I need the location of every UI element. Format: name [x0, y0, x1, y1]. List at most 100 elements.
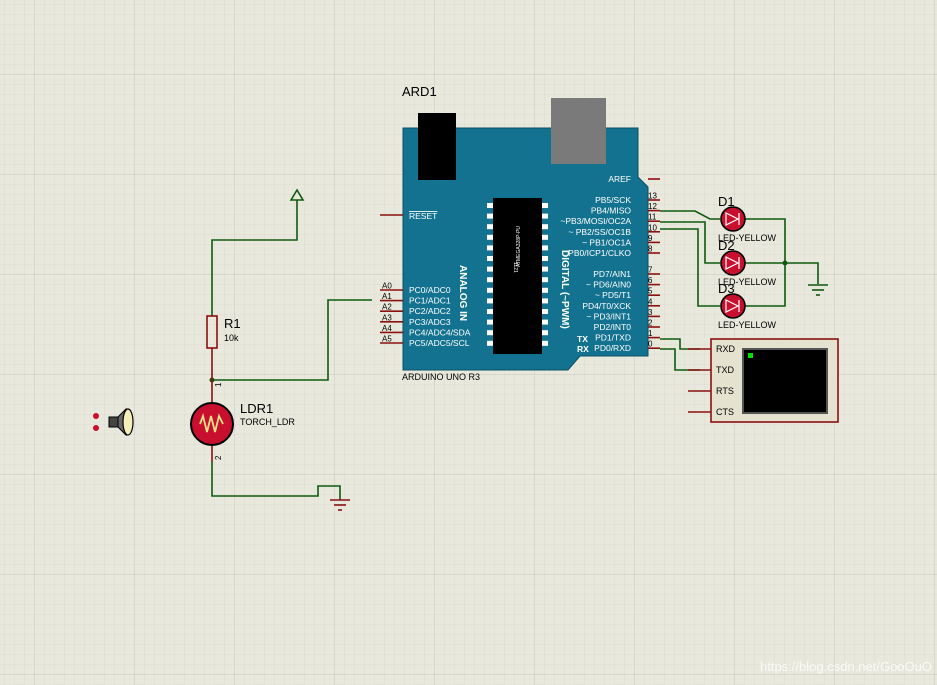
digital-pin-number: 2: [648, 319, 653, 328]
ldr-torch[interactable]: 1 2 LDR1 TORCH_LDR: [190, 380, 295, 462]
wire-a1-node: [212, 299, 372, 381]
torch-icon[interactable]: [93, 407, 134, 437]
analog-pin-number: A4: [382, 324, 392, 333]
led-ref: D1: [718, 194, 735, 209]
chip-leg: [542, 256, 548, 261]
chip-text: ATMEGA328P-PU: [516, 226, 522, 267]
terminal-pin-label: RXD: [716, 344, 736, 354]
led-diode-symbol: [725, 212, 740, 226]
digital-pin-number: 7: [648, 266, 653, 275]
watermark: https://blog.csdn.net/GooOuO: [760, 659, 932, 674]
ldr-pin2: 2: [214, 455, 223, 460]
terminal-screen: [742, 348, 828, 414]
digital-pin-number: 11: [648, 213, 657, 222]
chip-leg: [487, 309, 493, 314]
ground-symbol[interactable]: [330, 499, 350, 511]
led-body: [720, 250, 746, 276]
digital-pin-number: 1: [648, 329, 653, 338]
digital-pin-label: ~ PD6/AIN0: [586, 280, 631, 290]
analog-pin-number: A0: [382, 282, 392, 291]
digital-pin-number: 4: [648, 297, 653, 306]
chip-leg: [542, 234, 548, 240]
digital-pin-number: 13: [648, 192, 657, 201]
resistor-r1[interactable]: R1 10k: [206, 315, 241, 380]
power-terminal[interactable]: [289, 188, 305, 201]
chip-leg: [487, 340, 493, 346]
analog-pin-label: PC0/ADC0: [409, 285, 451, 295]
chip-leg: [487, 224, 493, 230]
wires: [209, 200, 819, 500]
wire-ldr-gnd: [211, 462, 341, 500]
chip-leg: [487, 256, 493, 261]
digital-pin-label: PB4/MISO: [591, 206, 632, 216]
analog-in-label: ANALOG IN: [457, 265, 468, 321]
digital-pin-number: 12: [648, 202, 657, 211]
led-ref: D2: [718, 238, 735, 253]
arduino-ref: ARD1: [402, 84, 437, 99]
reset-label: RESET: [409, 211, 437, 221]
led-diode-symbol: [725, 299, 740, 313]
chip-leg: [487, 298, 493, 304]
led-value: LED-YELLOW: [718, 233, 777, 243]
digital-pin-number: 0: [648, 340, 653, 349]
digital-pin-number: 10: [648, 223, 657, 232]
led-body: [720, 206, 746, 232]
led-ref: D3: [718, 281, 735, 296]
analog-pin-number: A3: [382, 313, 392, 322]
analog-pin-number: A1: [382, 292, 392, 301]
digital-pin-label: ~ PD3/INT1: [586, 311, 631, 321]
chip-leg: [487, 234, 493, 240]
led-value: LED-YELLOW: [718, 277, 777, 287]
arduino-model: ARDUINO UNO R3: [402, 372, 480, 382]
digital-pin-label: ~ PB2/SS/OC1B: [568, 227, 631, 237]
terminal-cursor: [748, 353, 753, 358]
virtual-terminal[interactable]: RXD TXD RTS CTS: [688, 338, 839, 423]
terminal-pin-label: RTS: [716, 386, 734, 396]
digital-pin-number: 8: [648, 245, 653, 254]
chip-leg: [542, 203, 548, 208]
analog-pin-label: PC5/ADC5/SCL: [409, 338, 470, 348]
chip-leg: [542, 224, 548, 230]
chip-body: [493, 198, 542, 354]
chip-leg: [542, 340, 548, 346]
ldr-ref: LDR1: [240, 401, 273, 416]
aref-label: AREF: [608, 174, 631, 184]
wire-d12-led1: [660, 210, 720, 220]
junction-dot: [782, 260, 788, 266]
chip-leg: [487, 330, 493, 336]
ground-symbol[interactable]: [808, 284, 828, 296]
chip-leg: [487, 319, 493, 325]
chip-leg: [487, 277, 493, 283]
digital-pin-label: PB0/ICP1/CLKO: [568, 248, 631, 258]
r1-value: 10k: [224, 333, 239, 343]
terminal-pin-label: CTS: [716, 407, 734, 417]
usb-connector: [551, 98, 606, 164]
digital-pin-label: PD2/INT0: [594, 322, 632, 332]
digital-pin-label: ~PB3/MOSI/OC2A: [560, 216, 631, 226]
wire-rx-txd: [660, 348, 700, 371]
digital-pin-number: 6: [648, 276, 653, 285]
chip-leg: [542, 277, 548, 283]
chip-number: 1121: [512, 262, 518, 273]
wire-d10-led3: [660, 228, 720, 307]
led-diode-symbol: [725, 256, 740, 270]
terminal-pins: RXD TXD RTS CTS: [688, 344, 736, 417]
r1-ref: R1: [224, 316, 241, 331]
chip-leg: [542, 330, 548, 336]
led-body: [720, 293, 746, 319]
digital-pin-label: PB5/SCK: [595, 195, 631, 205]
digital-pin-label: PD0/RXD: [594, 343, 631, 353]
rx-label: RX: [577, 344, 589, 354]
chip-leg: [542, 298, 548, 304]
terminal-pin-label: TXD: [716, 365, 735, 375]
digital-pin-label: PD1/TXD: [595, 333, 631, 343]
analog-pin-number: A2: [382, 303, 392, 312]
